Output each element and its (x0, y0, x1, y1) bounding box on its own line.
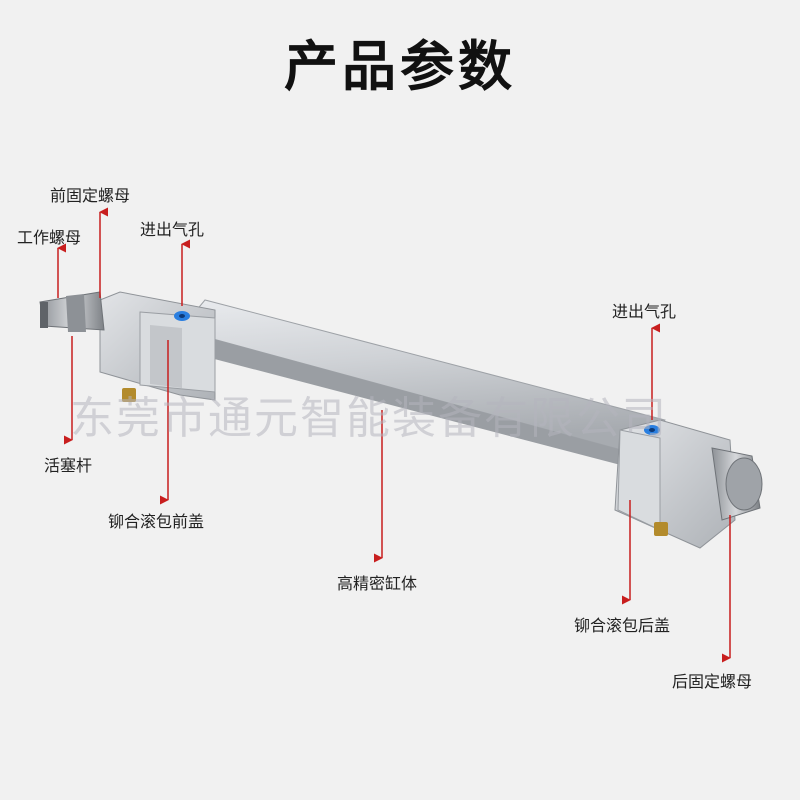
label-front-nut: 前固定螺母 (50, 186, 131, 205)
piston-rod (39, 291, 105, 332)
front-cover (99, 291, 216, 402)
label-work-nut: 工作螺母 (17, 228, 82, 247)
annotation-arrows (57, 207, 731, 663)
page-title: 产品参数 (284, 35, 516, 98)
label-front-cover: 铆合滚包前盖 (108, 512, 205, 531)
label-inlet-left: 进出气孔 (140, 220, 205, 239)
label-rear-cover: 铆合滚包后盖 (574, 616, 671, 635)
rear-cover (614, 419, 736, 549)
label-inlet-right: 进出气孔 (612, 302, 677, 321)
label-cylinder-body: 高精密缸体 (337, 574, 418, 593)
label-rear-nut: 后固定螺母 (672, 672, 753, 691)
label-piston-rod: 活塞杆 (44, 456, 93, 475)
rear-nut (711, 447, 763, 521)
company-watermark: 东莞市通元智能装备有限公司 (70, 393, 668, 444)
